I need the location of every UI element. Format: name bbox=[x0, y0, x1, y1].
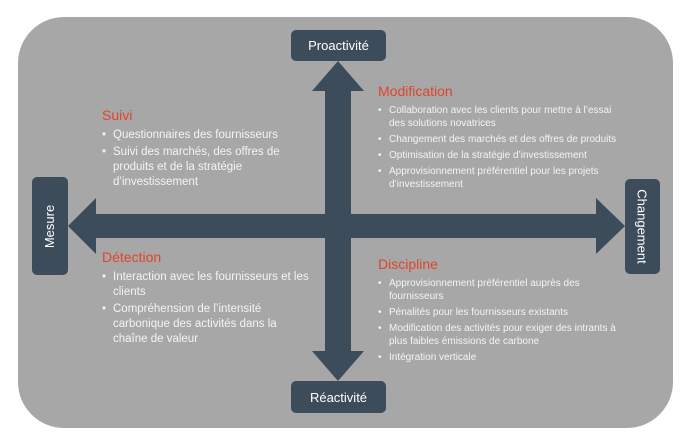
quadrant-list: Interaction avec les fournisseurs et les… bbox=[102, 270, 312, 347]
axis-label-text: Changement bbox=[635, 189, 651, 264]
list-item: Modification des activités pour exiger d… bbox=[378, 322, 623, 348]
list-item: Approvisionnement préférentiel pour les … bbox=[378, 165, 623, 191]
quadrant-suivi: Suivi Questionnaires des fournisseurs Su… bbox=[102, 107, 302, 192]
quadrant-title: Discipline bbox=[378, 256, 438, 272]
list-item: Interaction avec les fournisseurs et les… bbox=[102, 270, 312, 300]
axis-label-text: Réactivité bbox=[309, 389, 368, 405]
list-item: Suivi des marchés, des offres de produit… bbox=[102, 145, 302, 190]
axis-label-proactivite: Proactivité bbox=[291, 30, 386, 61]
list-item: Questionnaires des fournisseurs bbox=[102, 128, 302, 143]
list-item: Pénalités pour les fournisseurs existant… bbox=[378, 306, 623, 319]
quadrant-detection: Détection Interaction avec les fournisse… bbox=[102, 249, 312, 349]
list-item: Compréhension de l’intensité carbonique … bbox=[102, 302, 312, 347]
vertical-axis-arrow bbox=[312, 61, 364, 381]
list-item: Approvisionnement préférentiel auprès de… bbox=[378, 277, 623, 303]
list-item: Changement des marchés et des offres de … bbox=[378, 133, 623, 146]
axis-label-reactivite: Réactivité bbox=[291, 381, 386, 413]
axis-label-changement: Changement bbox=[625, 179, 660, 274]
quadrant-modification: Modification Collaboration avec les clie… bbox=[378, 83, 623, 194]
axis-label-text: Proactivité bbox=[308, 38, 369, 53]
quadrant-discipline: Discipline Approvisionnement préférentie… bbox=[378, 256, 623, 367]
list-item: Optimisation de la stratégie d’investiss… bbox=[378, 149, 623, 162]
quadrant-list: Approvisionnement préférentiel auprès de… bbox=[378, 277, 623, 364]
list-item: Intégration verticale bbox=[378, 351, 623, 364]
quadrant-list: Questionnaires des fournisseurs Suivi de… bbox=[102, 128, 302, 190]
quadrant-title: Modification bbox=[378, 83, 453, 99]
quadrant-list: Collaboration avec les clients pour mett… bbox=[378, 104, 623, 191]
list-item: Collaboration avec les clients pour mett… bbox=[378, 104, 623, 130]
axis-label-mesure: Mesure bbox=[32, 177, 68, 275]
quadrant-title: Détection bbox=[102, 249, 162, 265]
axis-label-text: Mesure bbox=[42, 204, 58, 248]
quadrant-title: Suivi bbox=[102, 107, 133, 123]
